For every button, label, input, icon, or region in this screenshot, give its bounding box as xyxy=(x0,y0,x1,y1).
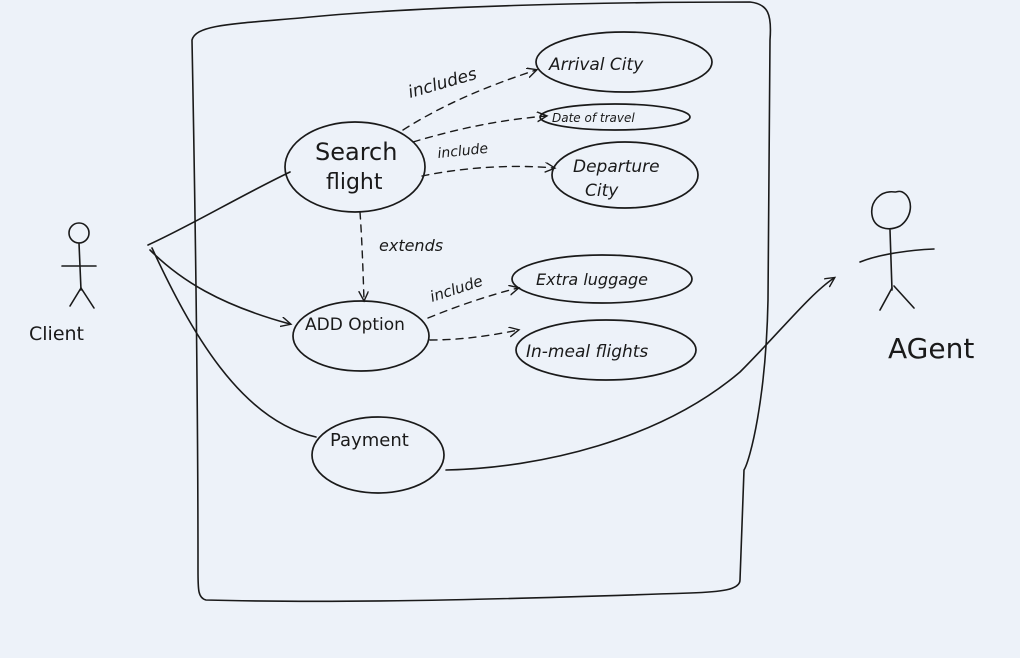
include-label-top: include xyxy=(437,141,489,162)
in-meal-flights-label: In-meal flights xyxy=(526,342,648,362)
extra-luggage-usecase xyxy=(511,254,693,304)
includes-arrival-arrow xyxy=(402,70,536,131)
system-boundary xyxy=(191,1,772,603)
includes-label: includes xyxy=(406,64,479,103)
payment-label: Payment xyxy=(330,430,409,451)
client-addoption-association xyxy=(149,249,290,324)
include-inmeal-arrow xyxy=(429,330,518,341)
agent-label: AGent xyxy=(888,332,974,365)
search-flight-usecase xyxy=(284,121,426,213)
departure-city-line2: City xyxy=(585,181,619,201)
client-payment-association xyxy=(151,247,317,438)
date-of-travel-label: Date of travel xyxy=(552,111,635,125)
extends-arrow xyxy=(360,211,364,300)
departure-city-usecase xyxy=(551,141,699,209)
in-meal-flights-usecase xyxy=(515,319,697,381)
add-option-usecase xyxy=(292,300,430,372)
client-label: Client xyxy=(29,323,84,345)
search-flight-line2: flight xyxy=(326,170,383,195)
includes-date-arrow xyxy=(412,116,546,143)
arrival-city-label: Arrival City xyxy=(548,55,644,75)
agent-payment-association xyxy=(445,278,834,471)
include-label-bottom: include xyxy=(428,272,485,306)
extends-label: extends xyxy=(379,236,443,255)
agent-actor xyxy=(859,190,935,311)
departure-city-line1: Departure xyxy=(573,157,660,177)
arrival-city-usecase xyxy=(535,31,713,93)
client-actor xyxy=(61,222,97,309)
payment-usecase xyxy=(311,416,445,494)
client-search-association xyxy=(147,171,291,246)
extra-luggage-label: Extra luggage xyxy=(536,270,648,289)
search-flight-line1: Search xyxy=(315,138,397,166)
include-departure-arrow xyxy=(421,166,554,177)
add-option-label: ADD Option xyxy=(305,315,405,335)
